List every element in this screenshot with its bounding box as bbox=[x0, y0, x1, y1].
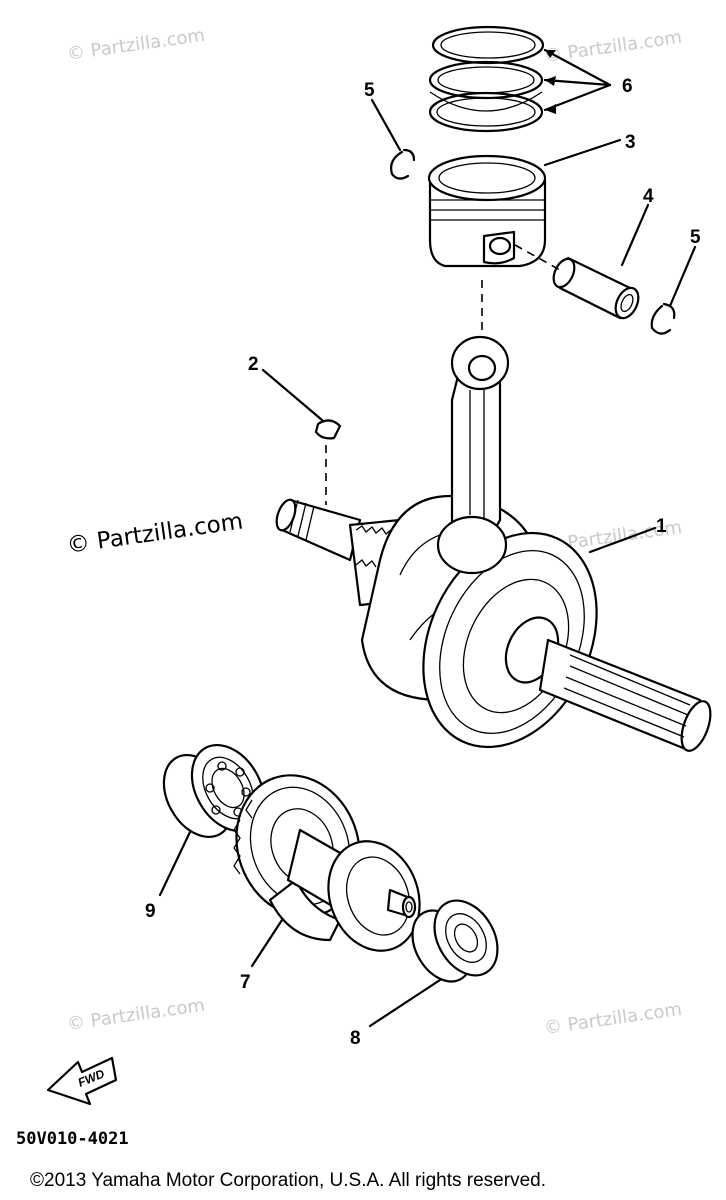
crankshaft bbox=[275, 335, 712, 752]
watermark-bottom-right: © Partzilla.com bbox=[543, 999, 683, 1039]
copyright-notice: ©2013 Yamaha Motor Corporation, U.S.A. A… bbox=[30, 1170, 546, 1191]
callout-1: 1 bbox=[656, 516, 667, 537]
balancer-shaft bbox=[233, 774, 421, 952]
callout-5-left: 5 bbox=[364, 80, 375, 101]
callout-7: 7 bbox=[240, 972, 251, 993]
callout-9: 9 bbox=[145, 901, 156, 922]
leader-lines bbox=[158, 48, 697, 1028]
callout-2: 2 bbox=[248, 354, 259, 375]
piston-pin bbox=[514, 244, 640, 320]
woodruff-key bbox=[314, 419, 342, 505]
piston bbox=[427, 154, 547, 268]
diagram-code: 50V010-4021 bbox=[16, 1129, 129, 1149]
callout-4: 4 bbox=[643, 186, 654, 207]
bearing-right bbox=[411, 899, 499, 983]
callout-5-right: 5 bbox=[690, 227, 701, 248]
piston-pin-clip-right bbox=[650, 302, 676, 335]
watermark-bottom-left: © Partzilla.com bbox=[66, 995, 206, 1035]
watermark-mid-left: © Partzilla.com bbox=[65, 508, 244, 558]
callout-3: 3 bbox=[625, 132, 636, 153]
piston-rings bbox=[428, 25, 545, 133]
forward-arrow-icon: FWD bbox=[46, 1056, 118, 1106]
piston-pin-clip-left bbox=[390, 148, 416, 180]
callout-6: 6 bbox=[622, 76, 633, 97]
watermark-top-left: © Partzilla.com bbox=[66, 25, 206, 65]
callout-8: 8 bbox=[350, 1028, 361, 1049]
